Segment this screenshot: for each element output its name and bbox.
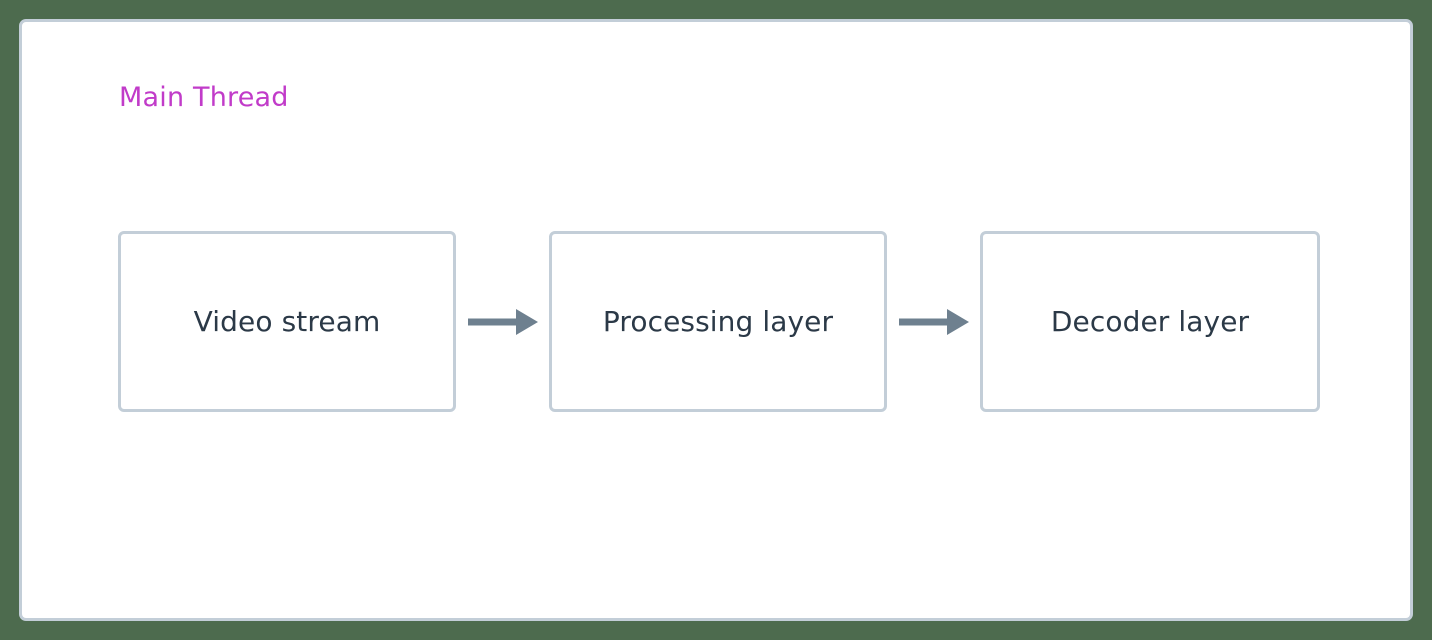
node-label: Decoder layer — [1050, 304, 1250, 338]
node-processing-layer[interactable]: Processing layer — [549, 231, 887, 412]
panel-title-main-thread: Main Thread — [119, 82, 289, 113]
arrow-right-icon — [467, 307, 538, 337]
arrow-right-icon — [898, 307, 969, 337]
main-thread-panel: Main Thread Video stream Processing laye… — [19, 19, 1413, 621]
edge-processing-layer-to-decoder-layer — [887, 307, 980, 337]
node-decoder-layer[interactable]: Decoder layer — [980, 231, 1320, 412]
node-label: Video stream — [193, 304, 381, 338]
flowchart-row: Video stream Processing layer — [118, 231, 1320, 412]
node-label: Processing layer — [602, 304, 834, 338]
node-video-stream[interactable]: Video stream — [118, 231, 456, 412]
edge-video-stream-to-processing-layer — [456, 307, 549, 337]
